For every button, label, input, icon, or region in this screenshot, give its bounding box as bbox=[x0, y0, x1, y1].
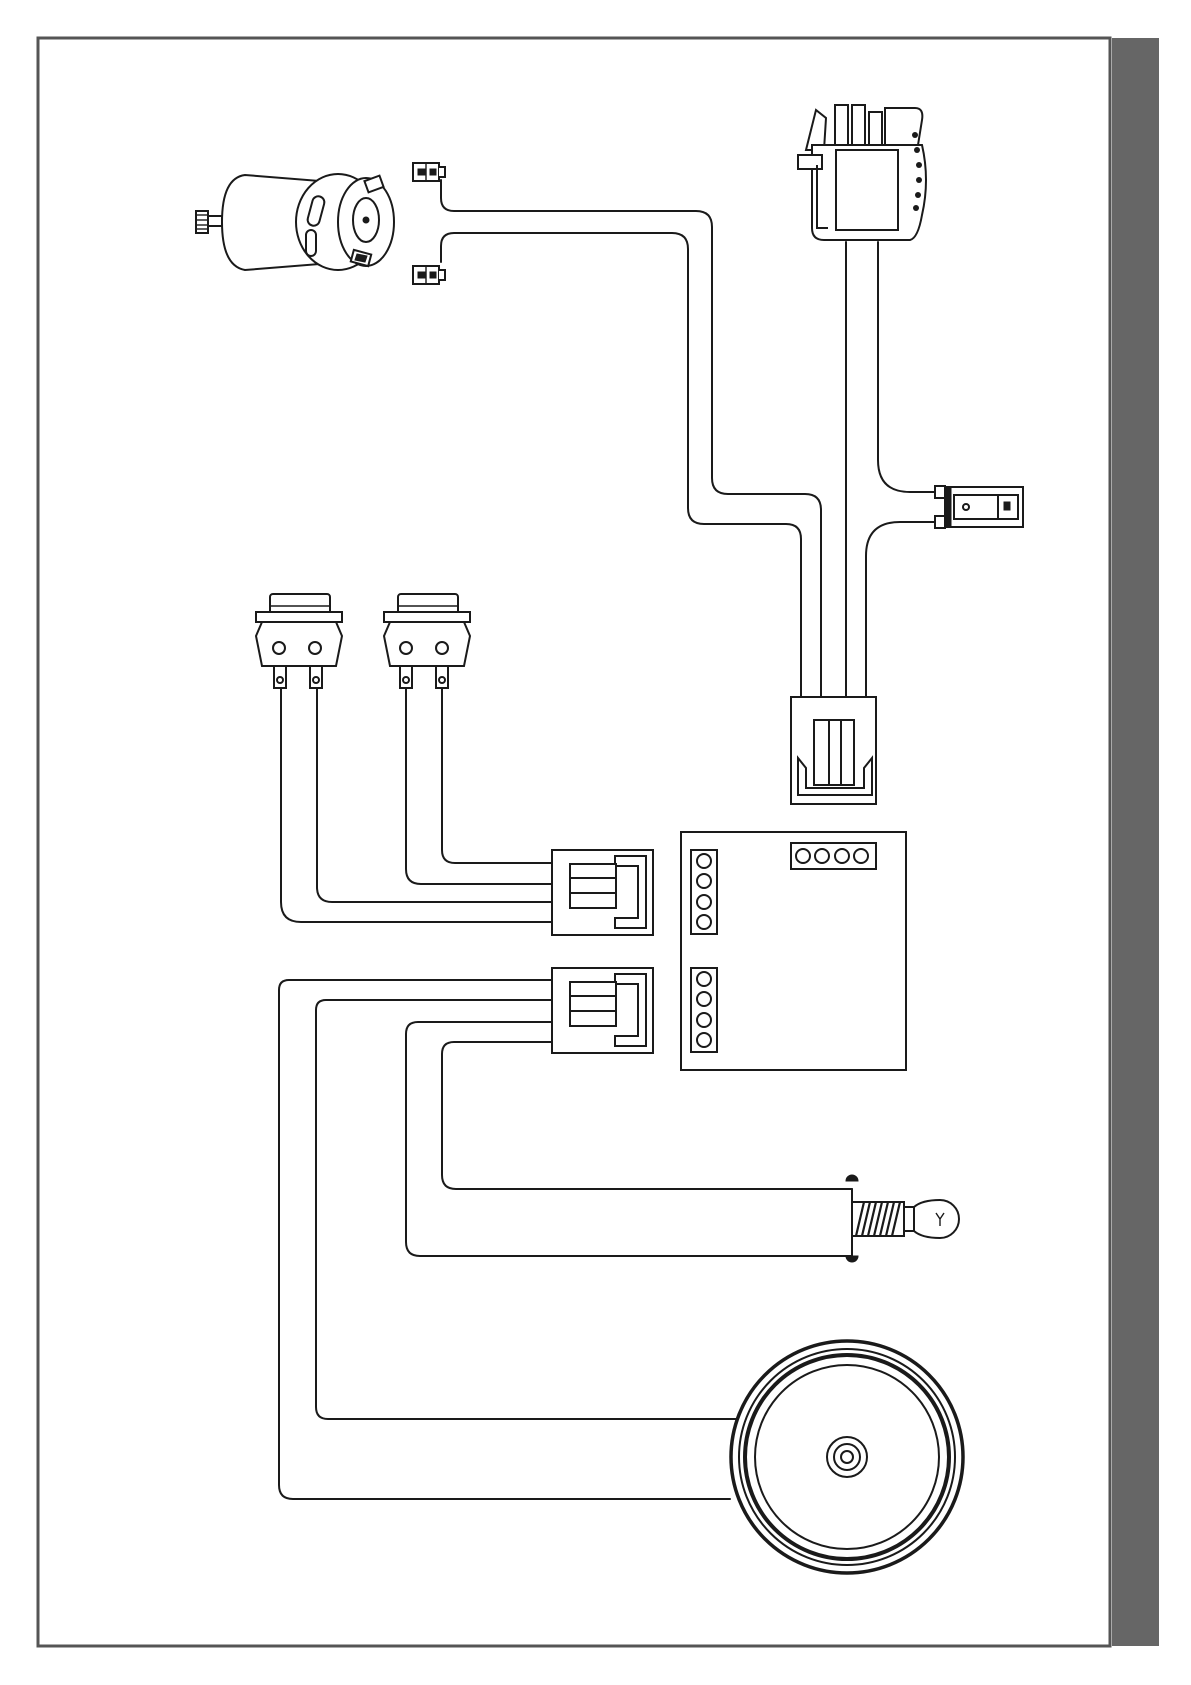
side-bar bbox=[1112, 38, 1159, 1646]
wire-button1-right bbox=[317, 688, 552, 902]
dc-motor-icon bbox=[196, 174, 394, 270]
wire-speaker-inner bbox=[316, 1000, 742, 1419]
wire-top-connector-right bbox=[878, 242, 935, 492]
wire-speaker-outer bbox=[279, 980, 730, 1499]
plug-connector-icon bbox=[552, 968, 653, 1053]
wire-motor-lower bbox=[441, 233, 801, 697]
wire-switch-to-connector bbox=[866, 522, 935, 697]
multi-pin-plug-icon bbox=[798, 105, 926, 240]
wire-motor-upper bbox=[441, 180, 821, 697]
wire-button1-left bbox=[281, 688, 552, 922]
spade-terminal-icon bbox=[413, 163, 445, 181]
wire-button2-right bbox=[442, 688, 552, 863]
wire-button2-left bbox=[406, 688, 552, 884]
slide-switch-icon bbox=[935, 486, 1023, 528]
light-bulb-icon bbox=[846, 1175, 959, 1262]
speaker-icon bbox=[731, 1341, 963, 1573]
push-button-icon bbox=[256, 594, 342, 688]
push-button-icon bbox=[384, 594, 470, 688]
spade-terminal-icon bbox=[413, 266, 445, 284]
plug-connector-icon bbox=[552, 850, 653, 935]
circuit-board-icon bbox=[681, 832, 906, 1070]
plug-connector-icon bbox=[791, 697, 876, 804]
